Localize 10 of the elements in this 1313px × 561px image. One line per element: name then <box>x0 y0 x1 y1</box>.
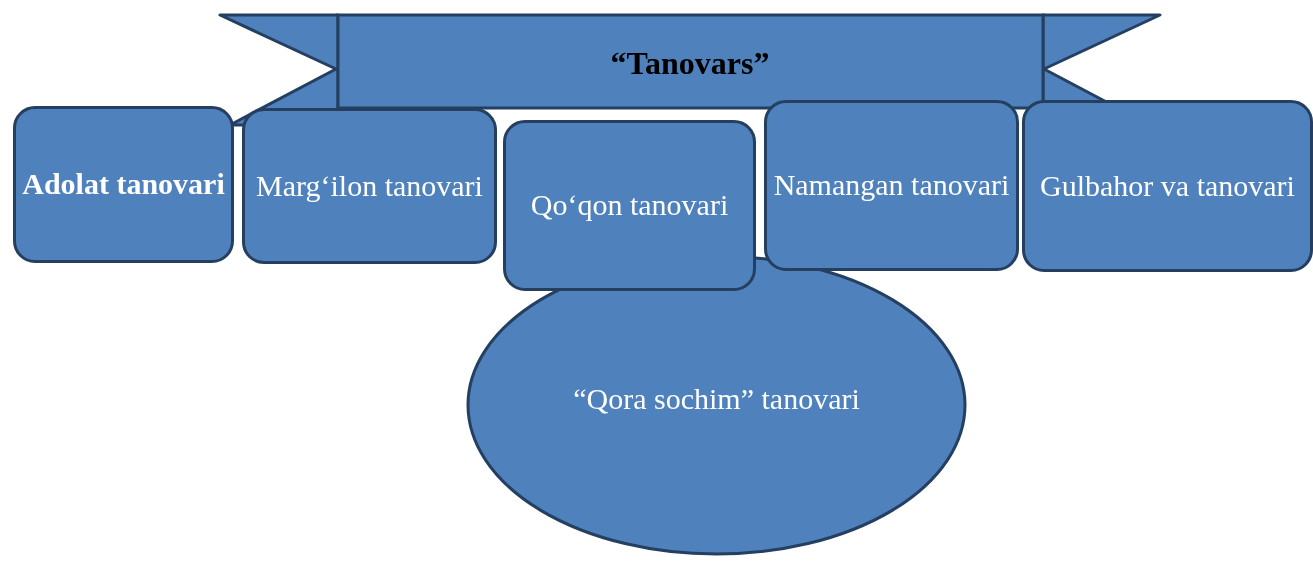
banner-title: “Tanovars” <box>610 44 770 82</box>
node-label: Namangan tanovari <box>773 168 1010 203</box>
node-label: Qo‘qon tanovari <box>530 188 729 223</box>
node-label: Adolat tanovari <box>22 167 225 202</box>
node-label: Marg‘ilon tanovari <box>256 168 483 204</box>
rounded-box <box>503 120 756 291</box>
node-label: Gulbahor va tanovari <box>1040 168 1295 204</box>
rounded-box <box>13 106 234 263</box>
rounded-box <box>764 100 1019 271</box>
node-label: “Qora sochim” tanovari <box>573 381 860 417</box>
